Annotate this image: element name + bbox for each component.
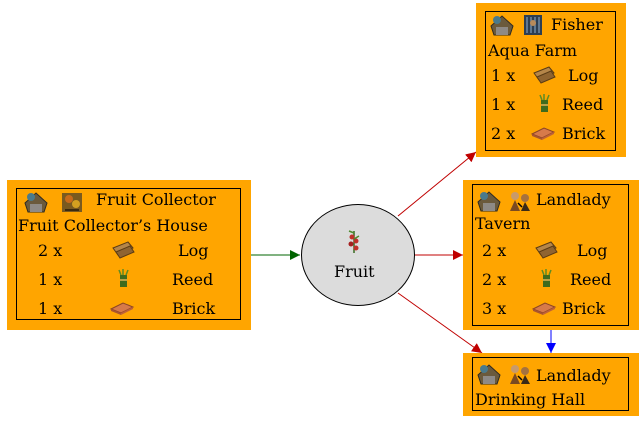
fruit-collector-title: Fruit Collector xyxy=(96,190,216,209)
reed-icon xyxy=(541,269,552,287)
material-qty: 1 x xyxy=(491,95,516,114)
material-qty: 3 x xyxy=(482,299,507,318)
drinking-hall-title: Landlady xyxy=(536,366,611,385)
brick-icon xyxy=(109,302,135,315)
aqua-farm-node[interactable]: Fisher Aqua Farm 1 x Log 1 x Reed 2 x Br… xyxy=(476,3,626,157)
material-qty: 1 x xyxy=(491,66,516,85)
fruit-product-label: Fruit xyxy=(334,262,375,281)
material-name: Brick xyxy=(172,299,216,318)
material-name: Log xyxy=(178,241,209,260)
tavern-title: Landlady xyxy=(536,190,611,209)
material-qty: 2 x xyxy=(482,241,507,260)
material-name: Reed xyxy=(172,270,214,289)
log-icon xyxy=(535,241,558,259)
material-name: Reed xyxy=(562,95,604,114)
log-icon xyxy=(112,241,135,259)
material-name: Log xyxy=(577,241,608,260)
material-name: Log xyxy=(568,66,599,85)
material-name: Reed xyxy=(570,270,612,289)
aqua-farm-title: Fisher xyxy=(551,15,603,34)
material-qty: 1 x xyxy=(38,299,63,318)
landlady-icon xyxy=(510,192,530,211)
settler-house-icon xyxy=(477,191,501,212)
settler-house-icon xyxy=(490,15,514,36)
fisher-icon xyxy=(524,15,542,35)
landlady-icon xyxy=(510,365,530,384)
material-qty: 2 x xyxy=(491,124,516,143)
brick-icon xyxy=(530,127,556,140)
tavern-building: Tavern xyxy=(475,214,531,233)
fruit-collector-node[interactable]: Fruit Collector Fruit Collector’s House … xyxy=(7,180,251,330)
material-qty: 2 x xyxy=(482,270,507,289)
fruit-collector-building: Fruit Collector’s House xyxy=(18,216,208,235)
aqua-farm-building: Aqua Farm xyxy=(488,41,578,60)
reed-icon xyxy=(539,94,550,112)
settler-house-icon xyxy=(24,192,48,213)
material-qty: 1 x xyxy=(38,270,63,289)
drinking-hall-node[interactable]: Landlady Drinking Hall xyxy=(463,353,639,416)
settler-house-icon xyxy=(477,364,501,385)
fruit-icon xyxy=(348,230,360,253)
brick-icon xyxy=(531,302,557,315)
material-qty: 2 x xyxy=(38,241,63,260)
edge-fruit-to-aqua-farm xyxy=(397,151,477,217)
material-name: Brick xyxy=(562,299,606,318)
drinking-hall-building: Drinking Hall xyxy=(475,390,586,409)
tavern-node[interactable]: Landlady Tavern 2 x Log 2 x Reed 3 x Bri… xyxy=(463,180,639,330)
fruit-collector-icon xyxy=(62,193,82,212)
log-icon xyxy=(533,66,556,84)
material-name: Brick xyxy=(562,124,606,143)
reed-icon xyxy=(118,269,129,287)
fruit-product-node[interactable]: Fruit xyxy=(301,204,415,306)
edge-fruit-to-drinking-hall xyxy=(397,292,483,354)
